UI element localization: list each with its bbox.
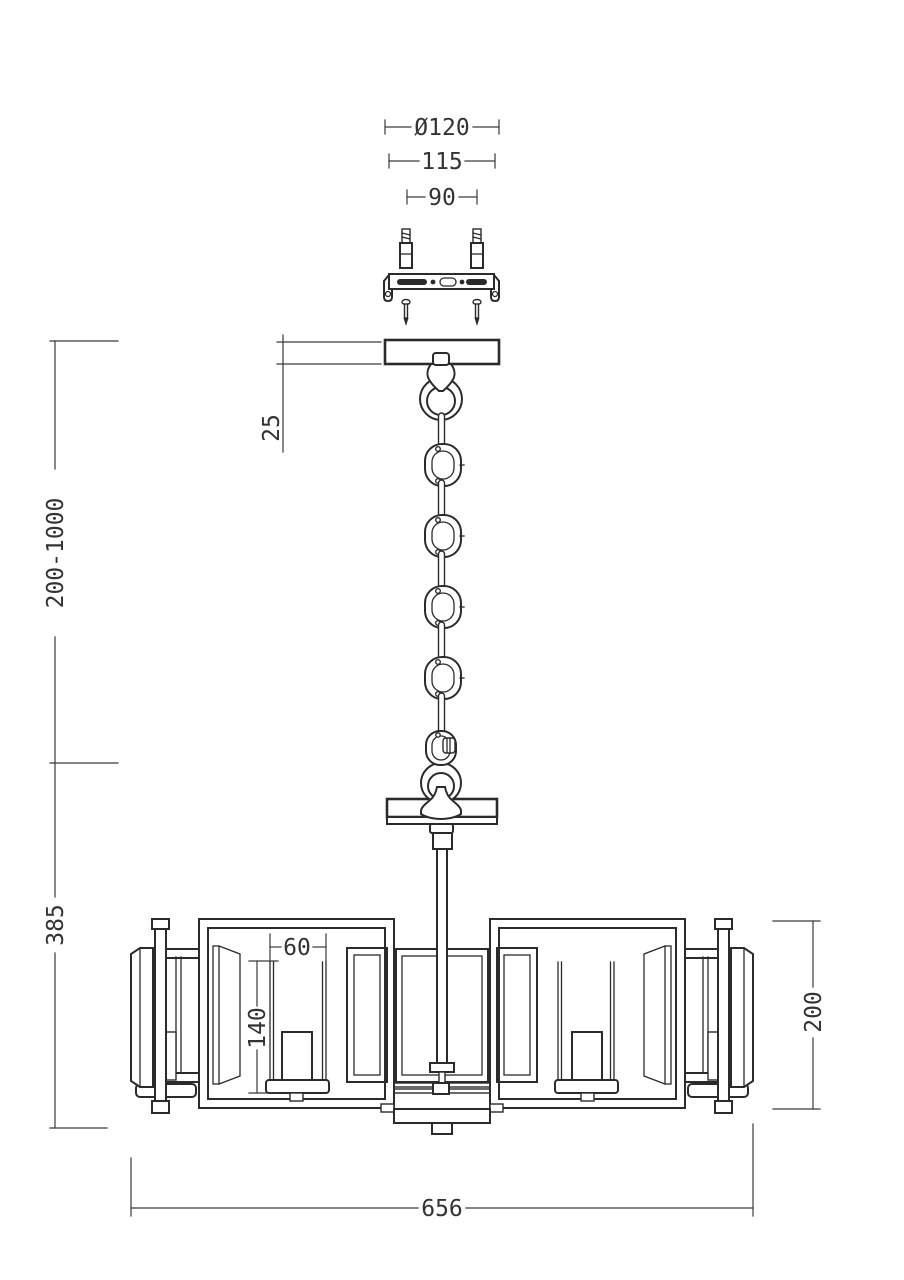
candle-dish: [265, 1079, 330, 1094]
bracket-hole-right: [459, 279, 465, 285]
chain: [424, 412, 465, 740]
dim-label-candle-assembly-height: 140: [245, 1007, 271, 1049]
canopy-hanging-ring: [419, 352, 463, 421]
bracket-slot-left: [397, 279, 427, 285]
quick-link-connector: [425, 730, 457, 766]
mounting-screw-right: [472, 298, 482, 326]
mounting-bracket: [383, 273, 500, 303]
rear-candle-sliver-right: [702, 956, 719, 1081]
center-bottom-rails: [393, 1082, 491, 1095]
side-post-left: [151, 918, 170, 1114]
canopy-ring-neck: [426, 363, 456, 392]
candle-dimensions: 60 140: [245, 933, 327, 1094]
canopy-height-dimension: 25: [259, 334, 382, 453]
candle-body: [281, 1031, 313, 1081]
stem-rod: [429, 848, 455, 1085]
dim-label-canopy-height: 25: [259, 414, 285, 442]
edge-shade-right: [730, 947, 754, 1088]
bottom-dimension: 656: [130, 1123, 754, 1222]
chain-link: [424, 443, 465, 487]
candle-left: [265, 961, 330, 1102]
canopy-nut: [432, 352, 450, 366]
dim-label-bracket-length: 115: [421, 149, 463, 175]
top-dimensions: Ø120 115 90: [384, 115, 500, 211]
bottom-hub: [380, 1103, 504, 1135]
left-dimensions: 200-1000 385: [43, 340, 119, 1129]
wall-anchor-right: [470, 228, 484, 269]
bracket-center-slot: [439, 277, 457, 287]
chain-link: [424, 514, 465, 558]
candle-right: [554, 961, 619, 1102]
candle-body: [571, 1031, 603, 1081]
candle-dish: [554, 1079, 619, 1094]
dim-label-body-height: 200: [801, 991, 827, 1033]
right-dimension: 200: [772, 920, 827, 1110]
right-frame-interior: [496, 945, 672, 1085]
rod-end-nut: [432, 1082, 450, 1095]
stem-rod-upper: [429, 823, 454, 850]
rear-candle-sliver-left: [165, 956, 182, 1081]
bracket-slot-right: [466, 279, 487, 285]
dim-label-adjustable-drop: 200-1000: [43, 498, 69, 609]
dim-label-canopy-diameter: Ø120: [414, 115, 469, 141]
chain-link: [424, 585, 465, 629]
wall-anchor-left: [399, 228, 413, 269]
stem-hanging-ring: [420, 762, 462, 821]
candle-stub: [289, 1092, 304, 1102]
candle-stub: [580, 1092, 595, 1102]
dim-label-fixture-drop: 385: [43, 904, 69, 946]
mounting-screw-left: [401, 298, 411, 326]
side-post-right: [714, 918, 733, 1114]
dim-label-shade-glass-width: 60: [283, 935, 311, 961]
bracket-hole-left: [430, 279, 436, 285]
edge-shade-left: [130, 947, 154, 1088]
dim-label-screw-spacing: 90: [428, 185, 456, 211]
stem-ring-neck: [420, 786, 462, 821]
chandelier-body: [130, 848, 754, 1135]
finial: [431, 1122, 453, 1135]
left-frame-interior: [212, 945, 388, 1085]
dim-label-total-width: 656: [421, 1196, 463, 1222]
chain-link: [424, 656, 465, 700]
